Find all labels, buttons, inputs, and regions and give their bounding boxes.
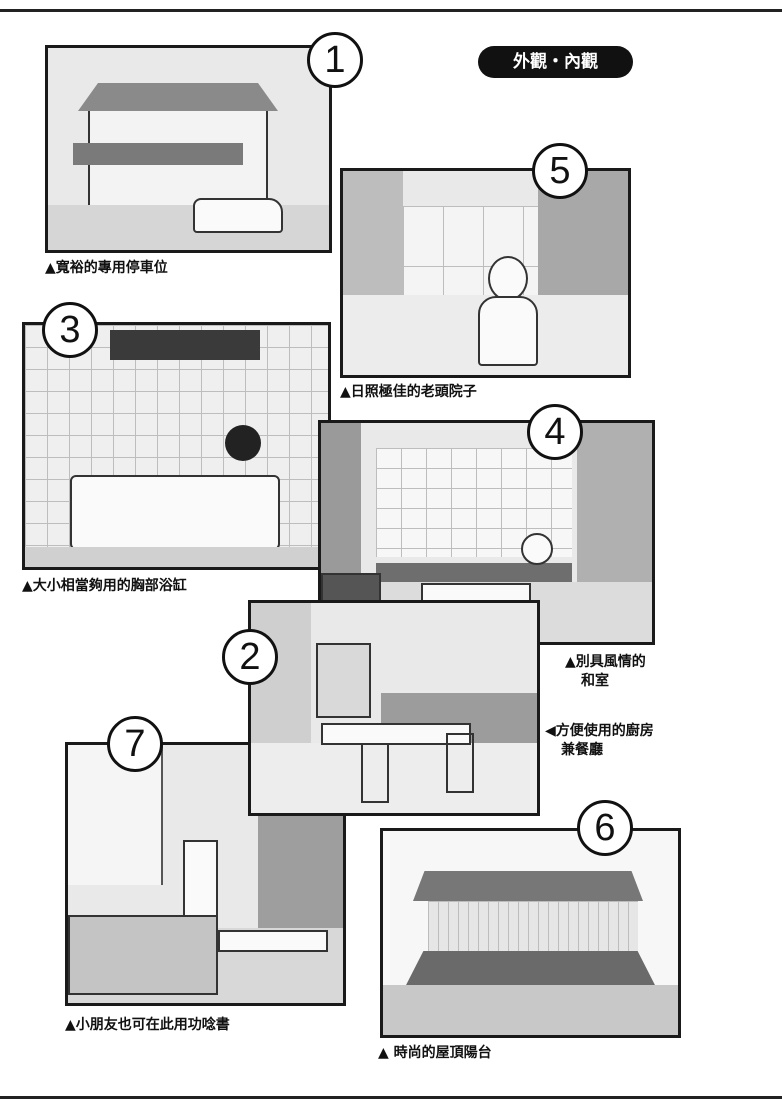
panel-number-6: 6 <box>577 800 633 856</box>
caption-7: ▲小朋友也可在此用功唸書 <box>65 1017 230 1033</box>
balcony-railing <box>428 901 638 956</box>
lower-roof <box>403 951 658 991</box>
caption-1: ▲寬裕的專用停車位 <box>45 260 168 276</box>
chair <box>446 733 474 793</box>
caption-2-line-1: ◀方便使用的廚房 <box>545 723 654 739</box>
floor <box>25 547 328 567</box>
bottom-rule <box>0 1096 782 1099</box>
caption-2-line-2: 兼餐廳 <box>561 742 603 758</box>
person-head <box>225 425 261 461</box>
window <box>110 330 260 360</box>
section-badge: 外觀・內觀 <box>478 46 633 78</box>
shoji-window <box>376 448 572 557</box>
panel-2-kitchen-dining <box>248 600 540 816</box>
chair <box>361 743 389 803</box>
caption-6: ▲ 時尚的屋頂陽台 <box>378 1045 492 1061</box>
upper-roof <box>413 871 643 901</box>
lower-roof <box>73 143 243 165</box>
caption-4: ▲別具風情的 和室 <box>565 653 646 691</box>
old-man-head <box>488 256 528 301</box>
top-rule <box>0 9 782 12</box>
low-desk <box>218 930 328 952</box>
roof-illustration <box>78 83 278 111</box>
caption-4-line-2: 和室 <box>581 673 609 689</box>
caption-3: ▲大小相當夠用的胸部浴缸 <box>22 578 187 594</box>
caption-4-line-1: ▲別具風情的 <box>565 654 646 670</box>
wall-illustration <box>48 205 329 250</box>
old-man-body <box>478 296 538 366</box>
bathtub <box>70 475 280 550</box>
panel-number-4: 4 <box>527 404 583 460</box>
caption-5: ▲日照極佳的老頭院子 <box>340 384 477 400</box>
cupboard <box>316 643 371 718</box>
panel-6-rooftop-balcony <box>380 828 681 1038</box>
panel-number-5: 5 <box>532 143 588 199</box>
car-illustration <box>193 198 283 233</box>
caption-2: ◀方便使用的廚房 兼餐廳 <box>545 722 654 760</box>
floor <box>251 743 537 813</box>
panel-7-study-room <box>65 742 346 1006</box>
panel-number-1: 1 <box>307 32 363 88</box>
panel-number-7: 7 <box>107 716 163 772</box>
panel-3-bathroom <box>22 322 331 570</box>
panel-5-garden <box>340 168 631 378</box>
panel-number-3: 3 <box>42 302 98 358</box>
house-wall <box>383 985 678 1035</box>
person-head <box>521 533 553 565</box>
futon-with-child <box>68 915 218 995</box>
panel-1-house-exterior <box>45 45 332 253</box>
panel-number-2: 2 <box>222 629 278 685</box>
